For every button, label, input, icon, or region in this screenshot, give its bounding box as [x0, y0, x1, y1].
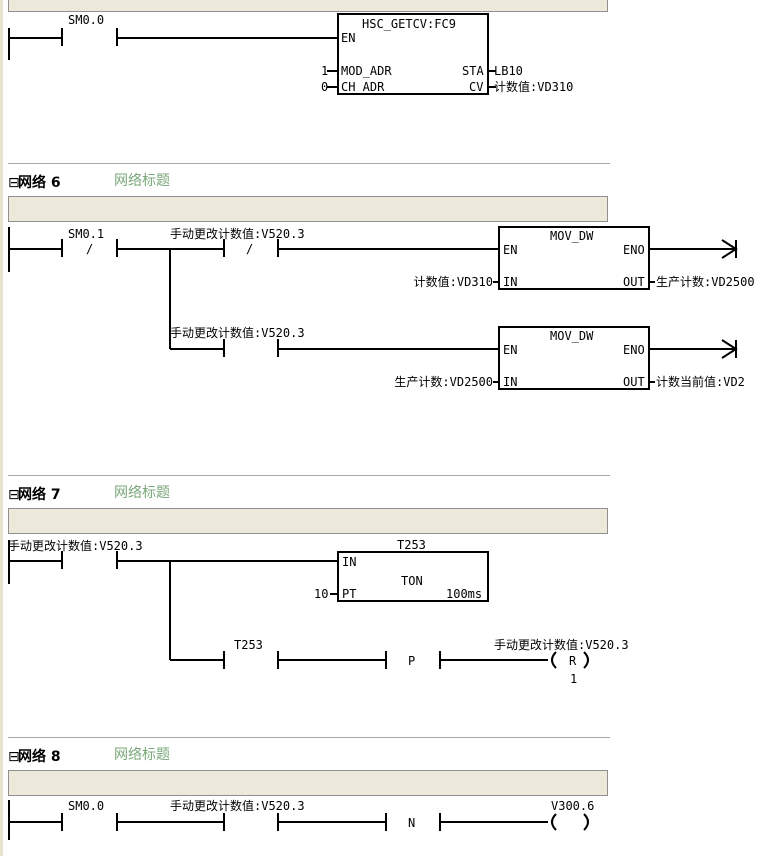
- network-8-comment-box[interactable]: [8, 770, 608, 796]
- mov1-in: IN: [503, 275, 517, 289]
- n5-block-en: EN: [341, 31, 355, 45]
- n7-timer-res: 100ms: [446, 587, 482, 601]
- network-8-header[interactable]: ⊟网络 8: [8, 749, 61, 765]
- n5-out2-value[interactable]: 计数值:VD310: [494, 79, 573, 94]
- network-7-comment-box[interactable]: [8, 508, 608, 534]
- output-coil-right[interactable]: [583, 813, 589, 831]
- network-6-header[interactable]: ⊟网络 6: [8, 175, 61, 191]
- n5-block-out2: CV: [469, 80, 483, 94]
- network-6-title[interactable]: 网络标题: [114, 173, 170, 189]
- n6-contact3-label[interactable]: 手动更改计数值:V520.3: [170, 325, 305, 340]
- n7-timer-in: IN: [342, 555, 356, 569]
- n7-coil-label[interactable]: 手动更改计数值:V520.3: [494, 637, 629, 652]
- network-8-title[interactable]: 网络标题: [114, 747, 170, 763]
- collapse-icon[interactable]: ⊟: [8, 175, 20, 191]
- mov2-title: MOV_DW: [550, 329, 594, 343]
- n7-timer-name[interactable]: T253: [397, 538, 426, 552]
- n8-contact2-label[interactable]: 手动更改计数值:V520.3: [170, 798, 305, 813]
- network-7-header[interactable]: ⊟网络 7: [8, 487, 61, 503]
- network-5-comment-box[interactable]: [8, 0, 608, 12]
- mov2-out: OUT: [623, 375, 645, 389]
- mov2-eno: ENO: [623, 343, 645, 357]
- n6-contact1-sym: /: [86, 242, 93, 256]
- ton-timer-block[interactable]: [330, 551, 489, 602]
- n7-timer-pt-value[interactable]: 10: [314, 587, 328, 601]
- reset-coil-right[interactable]: [583, 651, 589, 669]
- n8-n-label: N: [408, 816, 415, 830]
- n6-contact2-sym: /: [246, 242, 253, 256]
- mov1-en: EN: [503, 243, 517, 257]
- n5-contact-label[interactable]: SM0.0: [68, 13, 104, 27]
- n7-coil-sym: R: [569, 654, 577, 668]
- n8-coil-label[interactable]: V300.6: [551, 799, 594, 813]
- network-6-comment-box[interactable]: [8, 196, 608, 222]
- reset-coil-left[interactable]: [551, 651, 557, 669]
- mov1-title: MOV_DW: [550, 229, 594, 243]
- mov2-in-value[interactable]: 生产计数:VD2500: [394, 374, 493, 389]
- mov-dw-block-1[interactable]: [493, 226, 655, 290]
- n6-contact2-label[interactable]: 手动更改计数值:V520.3: [170, 226, 305, 241]
- n7-p-label: P: [408, 654, 415, 668]
- hsc-getcv-block[interactable]: [327, 13, 496, 95]
- n5-in2-value[interactable]: 0: [321, 80, 328, 94]
- network-7-separator: [8, 475, 610, 476]
- collapse-icon[interactable]: ⊟: [8, 487, 20, 503]
- left-margin-bar: [0, 0, 3, 856]
- n7-contact2-label[interactable]: T253: [234, 638, 263, 652]
- n7-contact1-label[interactable]: 手动更改计数值:V520.3: [8, 538, 143, 553]
- collapse-icon[interactable]: ⊟: [8, 749, 20, 765]
- n7-coil-count: 1: [570, 672, 577, 686]
- n5-block-out1: STA: [462, 64, 484, 78]
- n5-block-pin2: CH_ADR: [341, 80, 385, 94]
- mov1-out-value[interactable]: 生产计数:VD2500: [656, 274, 755, 289]
- mov2-en: EN: [503, 343, 517, 357]
- n8-contact1-label[interactable]: SM0.0: [68, 799, 104, 813]
- n5-in1-value[interactable]: 1: [321, 64, 328, 78]
- n5-block-pin1: MOD_ADR: [341, 64, 392, 78]
- n7-timer-pt: PT: [342, 587, 356, 601]
- mov2-in: IN: [503, 375, 517, 389]
- network-8-separator: [8, 737, 610, 738]
- n6-contact1-label[interactable]: SM0.1: [68, 227, 104, 241]
- mov-dw-block-2[interactable]: [493, 326, 655, 390]
- mov1-eno: ENO: [623, 243, 645, 257]
- mov2-out-value[interactable]: 计数当前值:VD2: [656, 374, 745, 389]
- n5-out1-value[interactable]: LB10: [494, 64, 523, 78]
- n7-timer-type: TON: [401, 574, 423, 588]
- output-coil-left[interactable]: [551, 813, 557, 831]
- network-7-title[interactable]: 网络标题: [114, 485, 170, 501]
- mov1-out: OUT: [623, 275, 645, 289]
- mov1-in-value[interactable]: 计数值:VD310: [414, 274, 493, 289]
- n5-block-title: HSC_GETCV:FC9: [362, 17, 456, 31]
- network-6-separator: [8, 163, 610, 164]
